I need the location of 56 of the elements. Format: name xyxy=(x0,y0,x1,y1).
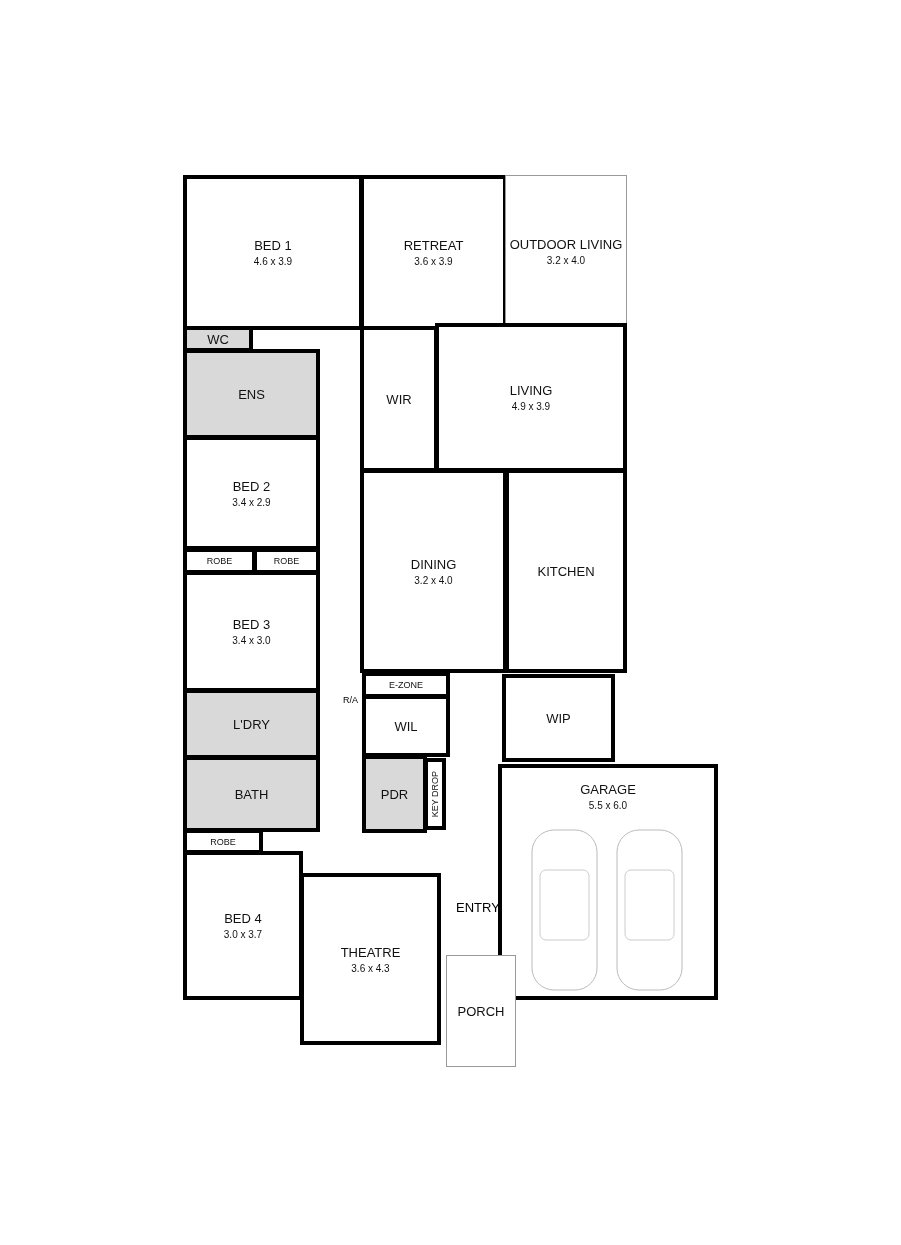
room-name: BED 2 xyxy=(232,478,271,494)
room-name: BED 1 xyxy=(254,238,292,253)
room-dimensions: 3.6 x 3.9 xyxy=(414,256,453,267)
room-name: BED 3 xyxy=(232,617,271,632)
room-name: RETREAT xyxy=(403,238,464,253)
room-area xyxy=(446,955,516,1067)
room-dimensions: 4.9 x 3.9 xyxy=(511,401,551,412)
room-name: ROBE xyxy=(206,556,233,566)
room-area xyxy=(183,571,320,692)
room-area xyxy=(183,851,303,1000)
room-name: DINING xyxy=(410,556,457,572)
room-area xyxy=(183,175,363,330)
room-area xyxy=(505,469,627,673)
room-name: ROBE xyxy=(273,556,300,566)
room-name: ENS xyxy=(238,386,265,402)
room-area xyxy=(362,755,427,833)
room-name: L'DRY xyxy=(233,716,270,732)
room-name: BATH xyxy=(234,786,269,802)
room-dimensions: 4.6 x 3.9 xyxy=(253,256,293,267)
annotation-text: R/A xyxy=(343,695,358,705)
room-area xyxy=(424,758,446,830)
room-dimensions: 3.4 x 3.0 xyxy=(232,635,271,646)
room-name: KEY DROP xyxy=(430,770,440,818)
room-name: THEATRE xyxy=(340,944,401,960)
room-area xyxy=(362,695,450,757)
room-dimensions: 3.0 x 3.7 xyxy=(223,929,263,940)
room-dimensions: 3.2 x 4.0 xyxy=(546,254,586,266)
room-name: WIR xyxy=(386,391,412,407)
room-name: PDR xyxy=(380,786,409,802)
room-name: ENTRY xyxy=(456,900,500,915)
room-area xyxy=(300,873,441,1045)
room-area xyxy=(435,323,627,472)
room-name: E-ZONE xyxy=(389,680,423,690)
room-area xyxy=(183,436,320,550)
room-name: GARAGE xyxy=(580,782,636,797)
room-name: WIP xyxy=(546,710,571,726)
room-area xyxy=(183,756,320,832)
room-dimensions: 3.6 x 4.3 xyxy=(351,962,390,974)
room-area xyxy=(253,548,320,574)
room-name: OUTDOOR LIVING xyxy=(509,236,623,252)
room-dimensions: 5.5 x 6.0 xyxy=(588,800,628,811)
room-name: PORCH xyxy=(457,1003,505,1019)
room-dimensions: 3.4 x 2.9 xyxy=(232,496,271,508)
room-dimensions: 3.2 x 4.0 xyxy=(414,574,453,586)
room-name: KITCHEN xyxy=(537,563,595,579)
room-name: WIL xyxy=(394,718,418,734)
room-area xyxy=(360,469,507,673)
room-name: WC xyxy=(207,331,229,347)
room-name: LIVING xyxy=(509,383,553,398)
room-area xyxy=(362,672,450,698)
room-area xyxy=(502,674,615,762)
room-name: ROBE xyxy=(210,836,236,847)
room-area xyxy=(498,764,718,1000)
room-area xyxy=(183,349,320,439)
room-area xyxy=(183,689,320,759)
room-name: BED 4 xyxy=(224,911,262,926)
